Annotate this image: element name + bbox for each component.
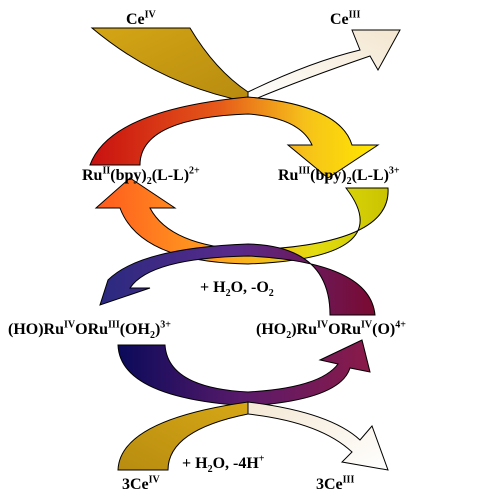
3ce-iv-ox: IV xyxy=(148,474,160,486)
ru-iii-ox: III xyxy=(298,165,311,177)
dimer-left-s2: III xyxy=(108,319,120,331)
dimer-oxidation-arrow xyxy=(117,339,371,407)
3ce-iv-label: 3CeIV xyxy=(122,474,160,493)
o2-release-arrow xyxy=(99,243,376,316)
water-proton-step-label: + H2O, -4H+ xyxy=(182,453,265,476)
ru-reduction-arrow xyxy=(94,177,389,265)
ce-iv-label: CeIV xyxy=(126,9,156,28)
dimer-right-s4: 4+ xyxy=(395,319,406,331)
dimer-left-p2: ORu xyxy=(75,321,109,338)
ce-iii-output-arrow xyxy=(247,29,401,103)
ru-iii-part: Ru xyxy=(278,167,299,184)
ru-ii-ox: II xyxy=(102,165,111,177)
dimer-right-s2: IV xyxy=(317,319,329,331)
ru-ii-ligand: (L-L) xyxy=(151,167,190,184)
ce-iii-base: Ce xyxy=(330,11,349,28)
dimer-left-p4: ) xyxy=(154,321,161,338)
dimer-right-s1: 2 xyxy=(286,330,292,342)
dimer-right-p4: (O) xyxy=(372,321,396,338)
dimer-right-s3: IV xyxy=(361,319,373,331)
mid-step-part2: O, -O xyxy=(230,279,269,296)
ru-iii-ligand: (L-L) xyxy=(351,167,389,184)
ce-iv-base: Ce xyxy=(126,11,145,28)
ru-iii-bpy-count: 2 xyxy=(346,176,352,188)
ru-ii-bpy-count: 2 xyxy=(146,176,152,188)
water-oxygen-step-label: + H2O, -O2 xyxy=(200,279,274,300)
bot-step-sup2: + xyxy=(258,453,265,465)
ru-iii-charge: 3+ xyxy=(388,165,400,177)
ru-ii-complex-label: RuII(bpy)2(L-L)2+ xyxy=(82,165,200,188)
mid-step-part1: + H xyxy=(200,279,226,296)
dimer-right-p2: )Ru xyxy=(291,321,317,338)
bot-step-part2: O, -4H xyxy=(212,455,259,472)
ru-ii-charge: 2+ xyxy=(189,165,200,177)
ru-oxidation-arrow xyxy=(89,96,380,179)
3ce-iii-label: 3CeIII xyxy=(316,474,355,493)
ru-ii-bpy: (bpy) xyxy=(110,167,147,184)
ru-iii-complex-label: RuIII(bpy)2(L-L)3+ xyxy=(278,165,400,188)
ce-iv-ox: IV xyxy=(144,9,156,21)
3ce-iii-ox: III xyxy=(342,474,355,486)
dimer-right-p3: ORu xyxy=(328,321,362,338)
ce-iii-label: CeIII xyxy=(330,9,361,28)
mid-step-sub1: 2 xyxy=(225,288,231,300)
dimer-right-label: (HO2)RuIVORuIV(O)4+ xyxy=(256,319,406,342)
ru-ii-part: Ru xyxy=(82,167,103,184)
dimer-left-p1: (HO)Ru xyxy=(8,321,64,338)
dimer-left-s3: 2 xyxy=(149,330,155,342)
bot-step-part1: + H xyxy=(182,455,208,472)
3ce-iii-base: 3Ce xyxy=(316,476,343,493)
dimer-left-s4: 3+ xyxy=(160,319,171,331)
ce-iii-ox: III xyxy=(348,9,361,21)
dimer-right-p1: (HO xyxy=(256,321,287,338)
3ce-iii-output-arrow xyxy=(247,401,389,471)
dimer-left-label: (HO)RuIVORuIII(OH2)3+ xyxy=(8,319,171,342)
ce-iv-input-arrow xyxy=(90,27,249,103)
dimer-left-s1: IV xyxy=(64,319,76,331)
3ce-iv-base: 3Ce xyxy=(122,476,149,493)
mid-step-sub2: 2 xyxy=(268,288,274,300)
dimer-left-p3: (OH xyxy=(119,321,150,338)
ru-iii-bpy: (bpy) xyxy=(310,167,347,184)
bot-step-sub1: 2 xyxy=(207,464,213,476)
